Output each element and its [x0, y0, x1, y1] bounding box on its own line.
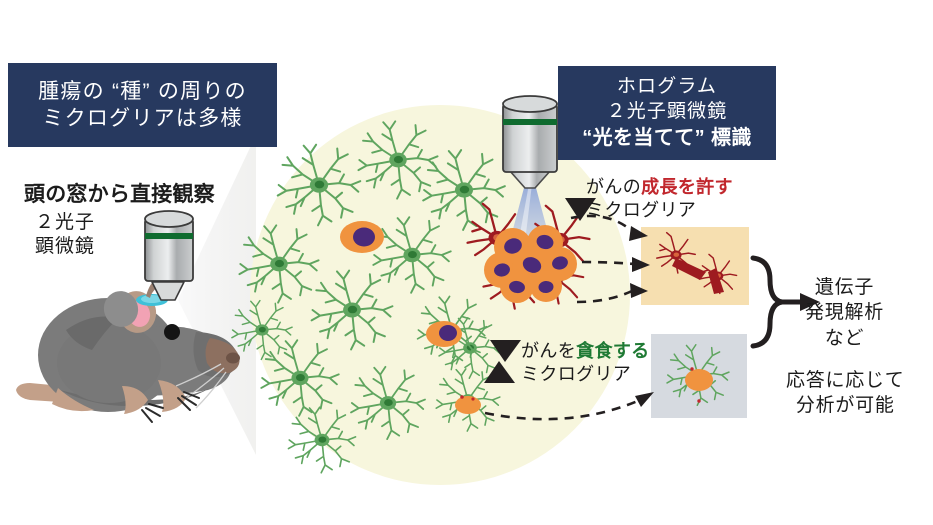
two-photon-microscope-objective-left [144, 210, 194, 301]
label-grow-line1: がんの成長を許す [586, 176, 733, 199]
callout-hologram-line1: ホログラム [616, 76, 718, 98]
mouse-illustration [16, 280, 240, 423]
tumor-cell [340, 221, 384, 253]
magnification-wedge [178, 135, 256, 455]
two-photon-microscope-objective-top [502, 95, 558, 189]
arrowhead [800, 293, 820, 311]
label-phagocytic-microglia: がんを貪食する ミクログリア [521, 340, 650, 386]
label-gene-line2: 発現解析 [805, 302, 885, 324]
arrowhead [629, 226, 650, 298]
label-microscope-line2: 顕微鏡 [35, 236, 95, 258]
label-gene-expression-analysis: 遺伝子 発現解析 など [805, 275, 884, 351]
label-response-line2: 分析が可能 [795, 395, 895, 417]
triangle-marker [490, 340, 521, 362]
label-microscope: ２光子 顕微鏡 [35, 211, 95, 260]
label-response-based-analysis: 応答に応じて 分析が可能 [786, 368, 905, 419]
label-eat-line2: ミクログリア [521, 364, 632, 385]
callout-tumor-line1: 腫瘍の “種” の周りの [38, 79, 247, 103]
label-eat-line1: がんを貪食する [521, 340, 650, 363]
callout-hologram-line3: “光を当てて” 標識 [582, 126, 752, 149]
engulfing-microglia [435, 368, 501, 432]
triangle-marker [484, 361, 515, 383]
callout-hologram-line2: ２光子顕微鏡 [606, 101, 728, 122]
label-eat-prefix: がんを [521, 341, 577, 361]
result-panel-beige [641, 227, 749, 305]
label-microscope-line1: ２光子 [35, 212, 95, 233]
label-cranial-window: 頭の窓から直接観察 [24, 183, 215, 206]
label-eat-emphasis: 貪食する [576, 341, 650, 361]
dashed-arrow [484, 398, 641, 421]
label-tumor-growth-permissive-microglia: がんの成長を許す ミクログリア [586, 176, 733, 222]
label-gene-line1: 遺伝子 [814, 277, 875, 298]
label-response-line1: 応答に応じて [786, 370, 905, 391]
panel-microglia-green [666, 344, 730, 406]
tumor-mass [466, 202, 591, 310]
brace-arrow [750, 255, 807, 349]
callout-box-tumor-seed: 腫瘍の “種” の周りの ミクログリアは多様 [8, 63, 277, 147]
triangle-marker [565, 198, 596, 221]
callout-tumor-line2: ミクログリアは多様 [42, 107, 243, 130]
label-grow-prefix: がんの [586, 177, 642, 197]
panel-microglia-red [656, 231, 738, 295]
label-gene-line3: など [824, 327, 865, 349]
label-grow-emphasis: 成長を許す [641, 177, 733, 197]
callout-box-hologram: ホログラム ２光子顕微鏡 “光を当てて” 標識 [558, 66, 776, 160]
label-grow-line2: ミクログリア [586, 200, 697, 221]
engulfing-microglia [416, 295, 488, 365]
arrowhead [635, 392, 654, 407]
